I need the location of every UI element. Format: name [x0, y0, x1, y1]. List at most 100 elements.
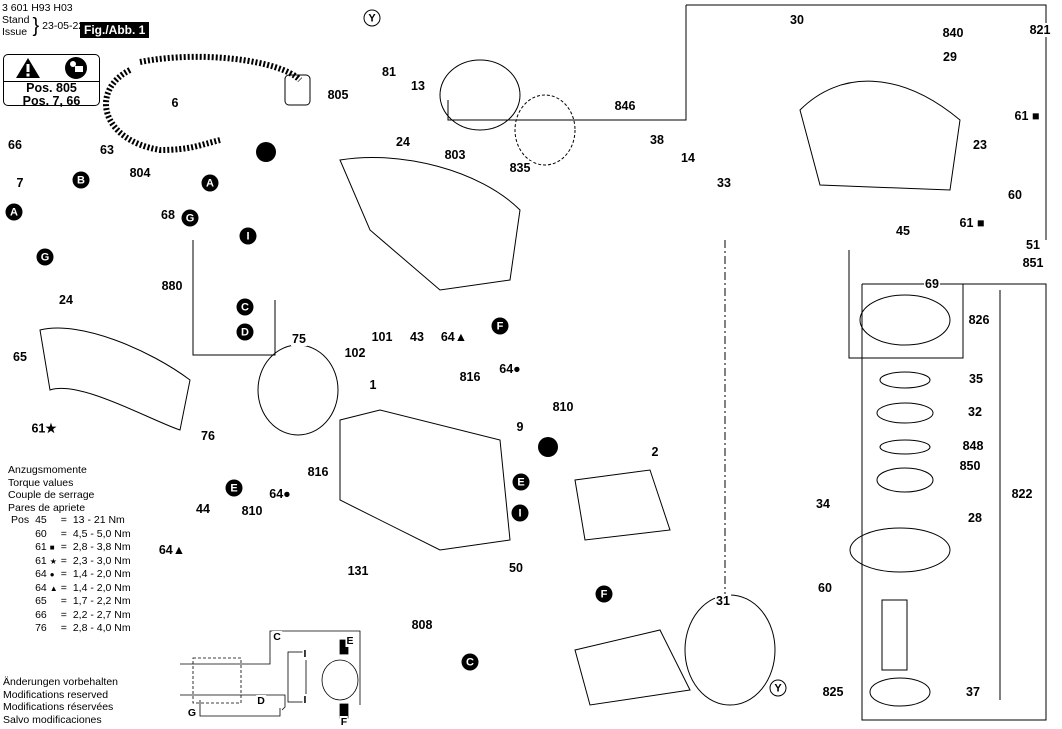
- callout-14: 14: [680, 151, 696, 165]
- callout-810: 810: [551, 400, 575, 414]
- bevel-gear-826-part: [859, 294, 951, 346]
- callout-38: 38: [649, 133, 665, 147]
- connector-f: F: [595, 585, 613, 603]
- callout-61-square: 61 ■: [1013, 109, 1041, 123]
- connector-c: C: [236, 298, 254, 316]
- torque-value: 4,5 - 5,0 Nm: [72, 527, 131, 540]
- frame-right-top: [686, 4, 1047, 240]
- part-number: 3 601 H93 H03: [2, 2, 73, 14]
- torque-symbol: [50, 609, 58, 623]
- bearing-37-part: [869, 677, 931, 707]
- frame-826: [848, 250, 964, 359]
- callout-63: 63: [99, 143, 115, 157]
- callout-808: 808: [410, 618, 434, 632]
- warning-triangle-icon: [16, 58, 41, 78]
- torque-pos: 76: [35, 622, 47, 634]
- field-part: [574, 629, 691, 706]
- field-2-part: [574, 469, 671, 541]
- torque-title-es: Pares de apriete: [8, 501, 86, 514]
- callout-28: 28: [967, 511, 983, 525]
- callout-50: 50: [508, 561, 524, 575]
- fan-75-part: [257, 344, 339, 436]
- torque-value: 1,4 - 2,0 Nm: [72, 581, 131, 594]
- connector-c: C: [461, 653, 479, 671]
- torque-value: 2,8 - 3,8 Nm: [72, 541, 131, 553]
- callout-7: 7: [15, 176, 25, 190]
- callout-68: 68: [160, 208, 176, 222]
- spindle-part: [881, 599, 908, 671]
- figure-label: Fig./Abb. 1: [80, 22, 150, 38]
- callout-851: 851: [1021, 256, 1045, 270]
- callout-816: 816: [458, 370, 482, 384]
- torque-symbol: [50, 528, 58, 542]
- read-manual-icon: [64, 57, 87, 79]
- callout-64-dot: 64●: [268, 487, 292, 501]
- torque-symbol: [50, 595, 58, 609]
- pos-header: [8, 541, 32, 555]
- torque-symbol: ★: [49, 556, 57, 566]
- callout-848: 848: [961, 439, 985, 453]
- torque-pos: 65: [35, 595, 47, 607]
- callout-45: 45: [895, 224, 911, 238]
- seal-32-part: [876, 402, 934, 424]
- pos-header: [8, 528, 32, 542]
- connector-i: I: [239, 227, 257, 245]
- wiring-label-g: G: [186, 707, 198, 719]
- warning-pos-7-66: Pos. 7, 66: [22, 94, 81, 108]
- connector-d: D: [236, 323, 254, 341]
- torque-value: 1,4 - 2,0 Nm: [72, 568, 131, 580]
- gear-835-part: [514, 94, 576, 166]
- callout-81: 81: [381, 65, 397, 79]
- callout-816: 816: [306, 465, 330, 479]
- callout-69: 69: [924, 277, 940, 291]
- mod-de: Änderungen vorbehalten: [3, 676, 119, 688]
- callout-846: 846: [613, 99, 637, 113]
- torque-row: 66=2,2 - 2,7 Nm: [8, 609, 134, 623]
- mod-fr: Modifications réservées: [3, 701, 114, 713]
- connector-f: F: [491, 317, 509, 335]
- connector-a: A: [201, 174, 219, 192]
- callout-35: 35: [968, 372, 984, 386]
- torque-values-table: Anzugsmomente Torque values Couple de se…: [8, 464, 134, 636]
- mod-en: Modifications reserved: [3, 688, 109, 701]
- torque-pos: 45: [35, 514, 47, 526]
- callout-840: 840: [941, 26, 965, 40]
- equals-sign: =: [60, 581, 67, 594]
- equals-sign: =: [60, 568, 67, 580]
- callout-825: 825: [821, 685, 845, 699]
- callout-805: 805: [326, 88, 350, 102]
- motor-housing-part: [339, 409, 511, 551]
- plug-part: [284, 74, 311, 106]
- equals-sign: =: [60, 514, 67, 526]
- callout-1: 1: [368, 378, 378, 392]
- equals-sign: =: [60, 622, 67, 634]
- callout-75: 75: [291, 332, 307, 346]
- frame-880: [192, 240, 276, 356]
- torque-symbol: ■: [49, 543, 55, 552]
- torque-row: 64●=1,4 - 2,0 Nm: [8, 568, 134, 582]
- fan-guard-31-part: [684, 594, 776, 706]
- callout-822: 822: [1010, 487, 1034, 501]
- callout-66: 66: [7, 138, 23, 152]
- flange-part: [849, 527, 951, 573]
- callout-24: 24: [395, 135, 411, 149]
- wiring-label-f: F: [339, 716, 349, 728]
- frame-armature: [447, 5, 687, 121]
- pos-header: Pos: [11, 514, 30, 526]
- torque-row: 61■=2,8 - 3,8 Nm: [8, 541, 134, 555]
- callout-61-square: 61 ■: [958, 216, 986, 230]
- callout-37: 37: [965, 685, 981, 699]
- callout-2: 2: [650, 445, 660, 459]
- bearing-850-part: [876, 467, 934, 493]
- cord-part: [139, 53, 303, 83]
- pos-header: [8, 622, 32, 636]
- equals-sign: =: [60, 527, 67, 540]
- connector-e: E: [225, 479, 243, 497]
- torque-value: 2,8 - 4,0 Nm: [72, 622, 131, 634]
- housing-24-part: [339, 157, 521, 291]
- wiring-label-i: I: [302, 694, 308, 706]
- connector-y: Y: [769, 679, 787, 697]
- wiring-label-e: E: [345, 635, 355, 647]
